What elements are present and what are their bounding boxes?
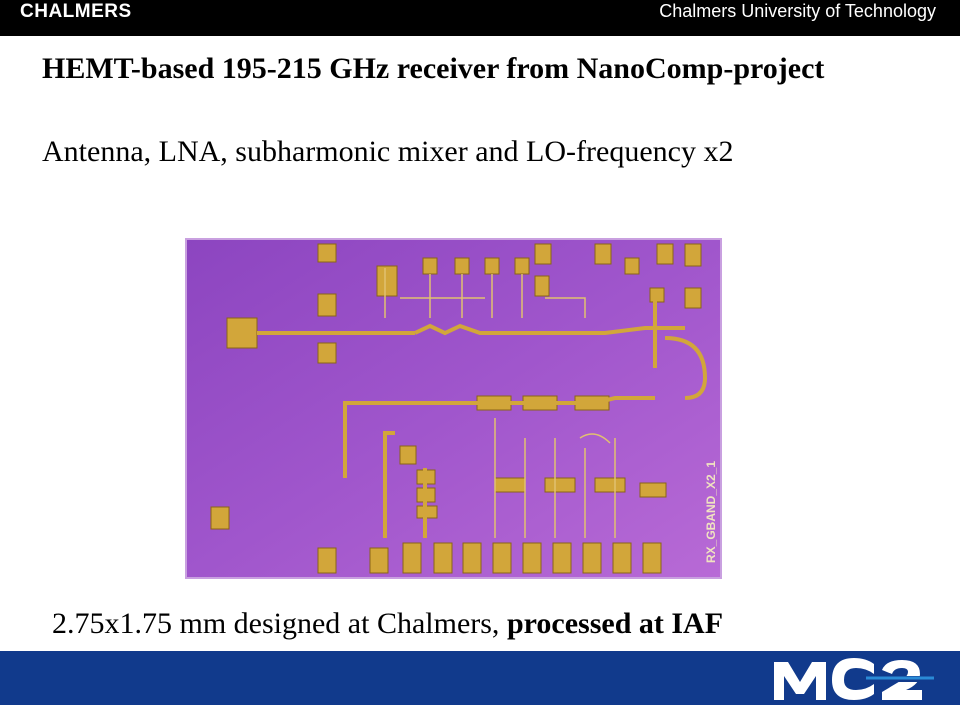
bottom-bar (0, 651, 960, 705)
chalmers-wordmark: CHALMERS (20, 1, 132, 22)
chip-micrograph: RX_GBAND_X2_1 (185, 238, 722, 579)
slide-title: HEMT-based 195-215 GHz receiver from Nan… (42, 52, 825, 85)
mc2-logo (774, 658, 936, 700)
caption-normal: 2.75x1.75 mm designed at Chalmers, (52, 607, 507, 640)
caption-bold: processed at IAF (506, 607, 724, 640)
top-bar: CHALMERS Chalmers University of Technolo… (0, 0, 960, 36)
university-name: Chalmers University of Technology (659, 1, 936, 21)
slide-subtitle: Antenna, LNA, subharmonic mixer and LO-f… (42, 135, 734, 168)
chip-label: RX_GBAND_X2_1 (704, 461, 718, 563)
slide-caption: 2.75x1.75 mm designed at Chalmers, proce… (52, 607, 723, 641)
